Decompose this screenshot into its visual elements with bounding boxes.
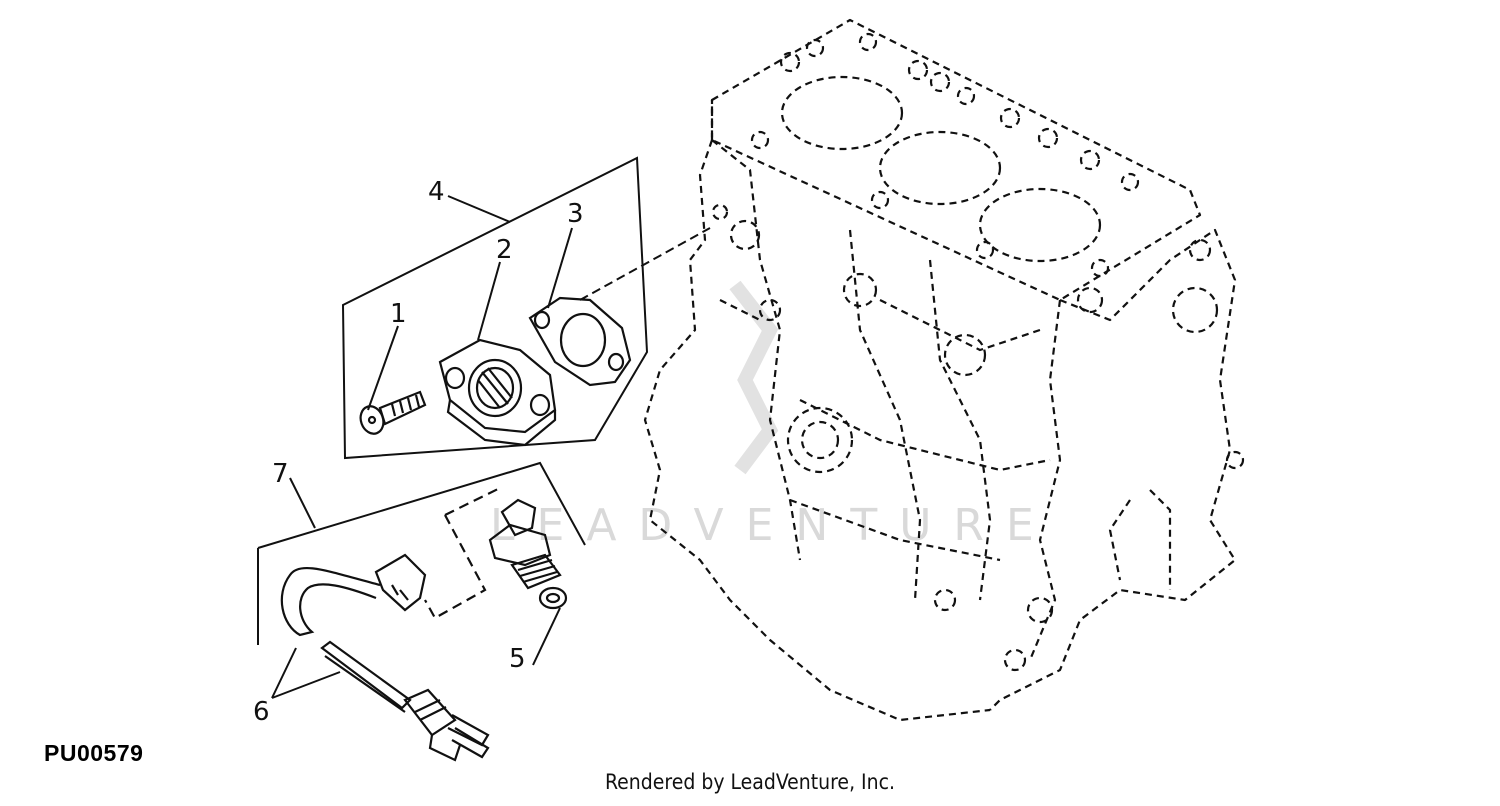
- callout-leaders: [271, 195, 573, 699]
- harness-plug-part: [320, 640, 490, 762]
- callout-4: 4: [428, 177, 445, 207]
- watermark: LEADVENTURE: [490, 280, 1056, 551]
- temperature-sensor-part: [488, 498, 568, 610]
- figure-id: PU00579: [44, 740, 144, 766]
- callout-3: 3: [567, 199, 584, 229]
- watermark-text: LEADVENTURE: [490, 500, 1056, 551]
- flange-adapter-part: [438, 338, 557, 447]
- engine-block: [643, 18, 1245, 722]
- harness-clip-part: [280, 553, 427, 637]
- callout-5: 5: [509, 644, 526, 674]
- group-bracket-7: [257, 461, 586, 645]
- cap-screw-part: [359, 390, 427, 435]
- group-bracket-4: [341, 156, 649, 460]
- render-credit: Rendered by LeadVenture, Inc.: [605, 770, 895, 794]
- callout-6: 6: [253, 697, 270, 727]
- mounting-leader-line: [579, 227, 711, 301]
- callout-labels: 1 2 3 4 5 6 7: [253, 177, 584, 727]
- callout-7: 7: [272, 459, 289, 489]
- callout-2: 2: [496, 235, 513, 265]
- callout-1: 1: [390, 299, 407, 329]
- gasket-part: [528, 296, 632, 387]
- connector-dashed-link: [424, 487, 501, 620]
